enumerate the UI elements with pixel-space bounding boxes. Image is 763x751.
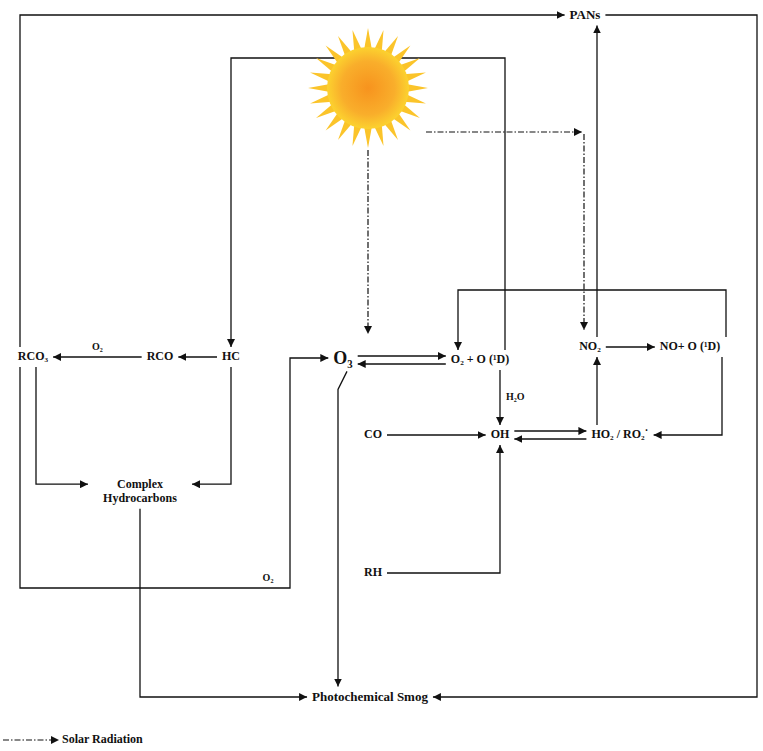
solar-radiation-arrow: [426, 131, 582, 132]
reaction-arrow: [514, 438, 586, 439]
species-node: Photochemical Smog: [309, 689, 431, 706]
reaction-arrow: [387, 445, 500, 573]
species-text: NO₂: [579, 340, 601, 354]
reaction-arrow: [596, 357, 597, 425]
species-text: OH: [491, 428, 510, 442]
solar-radiation-arrow: [583, 134, 584, 330]
reaction-arrow: [178, 356, 217, 357]
legend-swatch: [3, 735, 59, 745]
species-text: PANs: [570, 8, 601, 23]
species-node: RH: [361, 565, 385, 581]
reaction-arrow: [499, 370, 500, 425]
reaction-arrow: [654, 357, 722, 435]
species-node: O₃: [330, 347, 355, 370]
solar-radiation-arrow: [367, 150, 368, 334]
reaction-arrow: [20, 15, 565, 347]
species-text: CO: [364, 428, 382, 442]
species-node: RCO₃: [15, 349, 51, 365]
reaction-arrow: [358, 355, 446, 356]
species-node: CO: [361, 427, 385, 443]
reaction-arrow: [53, 356, 142, 357]
reaction-arrow: [606, 346, 655, 347]
species-text: RCO₃: [18, 350, 48, 364]
reaction-arrow: [36, 367, 88, 484]
species-node: RCO: [144, 349, 177, 365]
reaction-arrow: [140, 509, 307, 697]
sun: [308, 28, 428, 148]
reagent-label: O₂: [262, 572, 275, 584]
species-text: Photochemical Smog: [312, 690, 428, 705]
reagent-label: O₂: [91, 341, 104, 353]
species-text: NO+ O (¹D): [660, 340, 720, 354]
legend-text: Solar Radiation: [62, 732, 143, 747]
reaction-arrow: [433, 15, 757, 697]
species-node: HO₂ / RO₂˙: [588, 427, 651, 443]
reaction-arrow: [20, 358, 328, 588]
reaction-arrow: [192, 367, 231, 484]
species-text: Complex Hydrocarbons: [93, 478, 187, 506]
reagent-label: H₂O: [505, 391, 526, 403]
species-text: O₃: [333, 348, 352, 369]
species-text: RCO: [147, 350, 174, 364]
species-node: O₂ + O (¹D): [448, 352, 512, 368]
species-node: Complex Hydrocarbons: [90, 477, 190, 507]
reaction-arrow: [358, 363, 446, 364]
species-node: OH: [488, 427, 513, 443]
species-node: NO₂: [576, 339, 604, 355]
species-node: PANs: [567, 7, 604, 24]
reaction-arrow: [387, 434, 486, 435]
legend-item: Solar Radiation: [3, 732, 143, 747]
species-node: HC: [219, 349, 243, 365]
species-text: HO₂ / RO₂˙: [591, 428, 648, 442]
species-text: HC: [222, 350, 240, 364]
species-node: NO+ O (¹D): [657, 339, 723, 355]
reaction-arrow: [514, 430, 586, 431]
species-text: O₂ + O (¹D): [451, 353, 509, 367]
species-text: RH: [364, 566, 382, 580]
reaction-arrow: [338, 371, 347, 686]
